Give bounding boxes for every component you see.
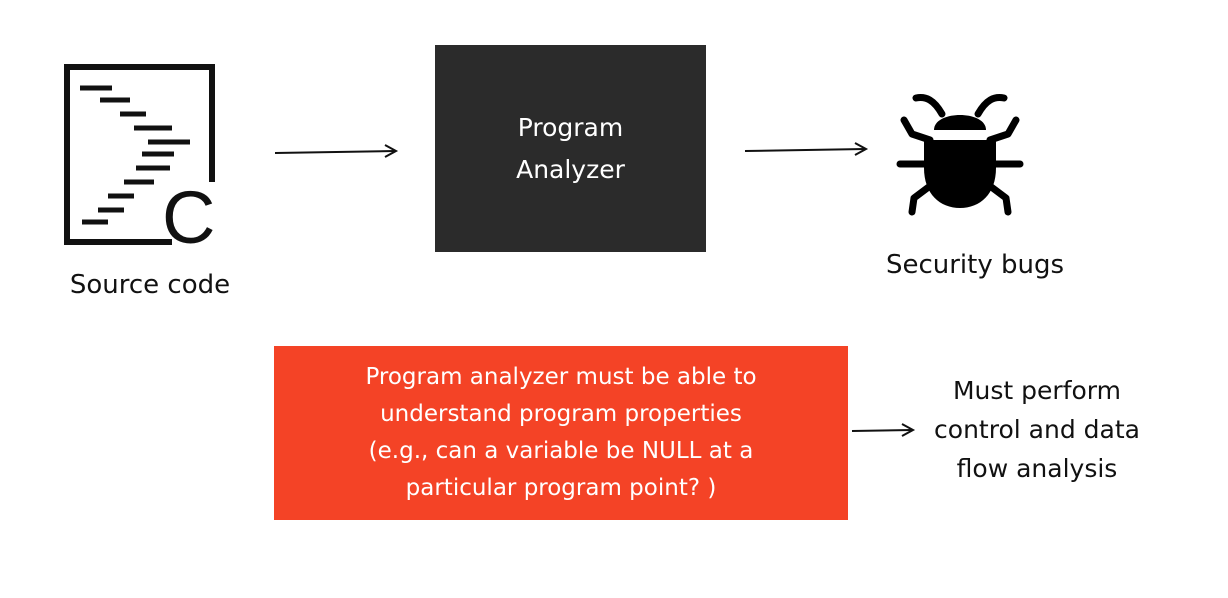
requirement-box: Program analyzer must be able to underst… [274, 346, 848, 520]
source-code-label: Source code [69, 270, 231, 300]
bug-icon [890, 90, 1030, 220]
security-bugs-label: Security bugs [885, 250, 1065, 280]
arrow-analyzer-to-bugs [744, 140, 869, 160]
source-code-file-icon: C [62, 62, 232, 259]
arrow-source-to-analyzer [274, 142, 399, 162]
program-analyzer-box: Program Analyzer [435, 45, 706, 252]
conclusion-text: Must perform control and data flow analy… [934, 376, 1140, 483]
requirement-text: Program analyzer must be able to underst… [365, 364, 757, 501]
program-analyzer-label: Program Analyzer [516, 113, 625, 184]
source-letter: C [162, 176, 215, 252]
arrow-requirement-to-conclusion [851, 420, 916, 440]
